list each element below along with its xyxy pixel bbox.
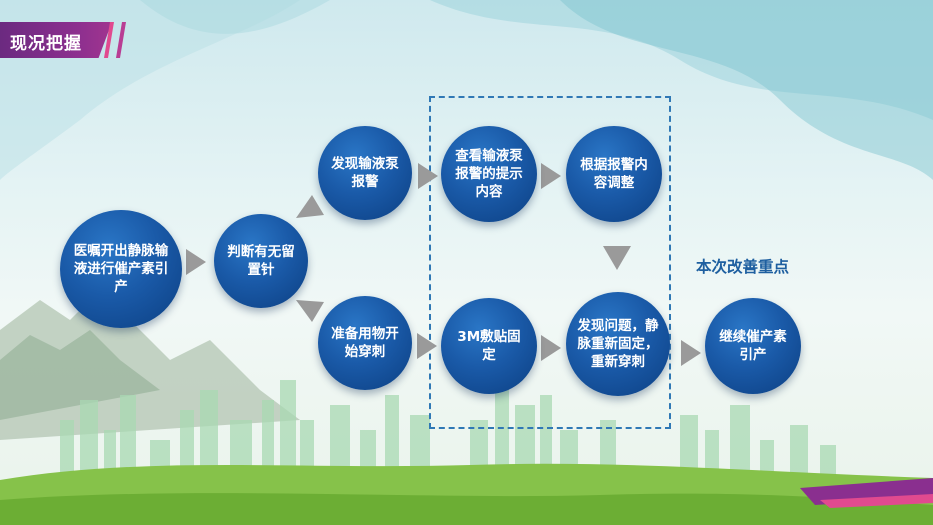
node-label: 准备用物开始穿刺 [331,326,399,360]
node-3m-dressing: 3M敷贴固定 [441,298,537,394]
green-hill [0,493,933,525]
arrow-n7-n8 [541,335,561,361]
node-label: 发现输液泵报警 [331,156,399,190]
node-check-indwelling-needle: 判断有无留置针 [214,214,308,308]
node-prescription: 医嘱开出静脉输液进行催产素引产 [60,210,182,328]
node-label: 查看输液泵报警的提示内容 [455,148,523,200]
node-adjust-per-alarm: 根据报警内容调整 [566,126,662,222]
title-tag-stripe [116,22,126,58]
arrow-n4-n7 [417,333,437,359]
node-label: 根据报警内容调整 [580,157,648,191]
cloud-swirl [140,0,330,34]
node-refix-repuncture: 发现问题，静脉重新固定，重新穿刺 [566,292,670,396]
node-label: 发现问题，静脉重新固定，重新穿刺 [577,318,659,370]
node-label: 判断有无留置针 [227,244,295,278]
improvement-focus-label: 本次改善重点 [696,258,790,276]
arrow-n2-n3 [296,195,324,218]
arrow-n2-n4 [296,300,324,322]
node-label: 继续催产素引产 [719,329,787,363]
cloud-swirl [430,0,933,120]
arrow-n3-n5 [418,163,438,189]
node-label: 3M敷贴固定 [457,329,521,363]
node-continue-induction: 继续催产素引产 [705,298,801,394]
arrow-n6-n8 [603,246,631,270]
arrow-n5-n6 [541,163,561,189]
node-check-alarm-content: 查看输液泵报警的提示内容 [441,126,537,222]
arrow-n8-n9 [681,340,701,366]
title-tag: 现况把握 [0,22,128,58]
title-tag-background [0,22,112,58]
slide-title: 现况把握 [10,34,82,54]
arrow-n1-n2 [186,249,206,275]
improvement-focus-box [429,96,671,429]
node-pump-alarm: 发现输液泵报警 [318,126,412,220]
node-label: 医嘱开出静脉输液进行催产素引产 [73,243,169,295]
ribbon [820,494,933,508]
node-prepare-puncture: 准备用物开始穿刺 [318,296,412,390]
title-tag-stripe [104,22,114,58]
cloud-swirl [560,0,933,180]
